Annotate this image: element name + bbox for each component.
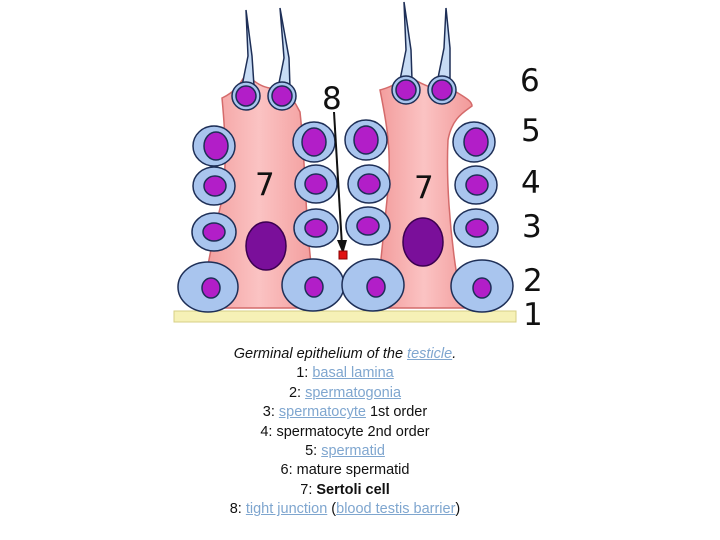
basal-lamina-link[interactable]: basal lamina — [312, 365, 394, 382]
pointer-arrowhead — [337, 240, 347, 254]
caption-line-8: 8: tight junction (blood testis barrier) — [229, 501, 461, 518]
caption-line-3: 3: spermatocyte 1st order — [262, 404, 428, 421]
basal-lamina — [173, 310, 517, 323]
primary-spermatocytes — [191, 206, 499, 252]
sertoli-cell-bold: Sertoli cell — [316, 481, 390, 498]
spermatogonia — [177, 258, 514, 313]
label-7-left: 7 — [255, 167, 275, 203]
caption-line-4: 4: spermatocyte 2nd order — [260, 423, 430, 440]
spermatogonia-link[interactable]: spermatogonia — [305, 384, 402, 401]
caption-line-7: 7: Sertoli cell — [300, 481, 390, 498]
label-4: 4 — [521, 165, 541, 201]
label-8: 8 — [322, 81, 342, 117]
testicle-link[interactable]: testicle — [407, 346, 453, 362]
label-1: 1 — [523, 297, 543, 333]
caption-line-6: 6: mature spermatid — [280, 462, 410, 479]
spermatid-link[interactable]: spermatid — [321, 443, 385, 460]
tight-junction — [338, 250, 348, 260]
sertoli-nucleus-left — [245, 221, 287, 271]
caption-line-5: 5: spermatid — [305, 443, 385, 460]
label-3: 3 — [522, 209, 542, 245]
tight-junction-link[interactable]: tight junction — [245, 501, 328, 518]
sertoli-nucleus-right — [402, 217, 444, 267]
label-6: 6 — [520, 63, 540, 99]
spermatid-tails — [241, 1, 451, 89]
blood-testis-barrier-link[interactable]: blood testis barrier — [336, 501, 456, 518]
secondary-spermatocytes — [192, 164, 498, 206]
tight-junction-pointer — [333, 111, 343, 247]
figure-caption: Germinal epithelium of the testicle. 1: … — [0, 345, 690, 520]
mature-spermatids — [231, 75, 457, 111]
caption-title: Germinal epithelium of the testicle. — [233, 346, 457, 362]
spermatocyte-link[interactable]: spermatocyte — [278, 404, 366, 421]
spermatids — [192, 119, 496, 167]
label-7-right: 7 — [414, 170, 434, 206]
label-2: 2 — [523, 263, 543, 299]
caption-line-1: 1: basal lamina — [296, 365, 394, 382]
germinal-epithelium-diagram — [173, 1, 517, 323]
caption-line-2: 2: spermatogonia — [288, 384, 402, 401]
label-5: 5 — [521, 113, 541, 149]
